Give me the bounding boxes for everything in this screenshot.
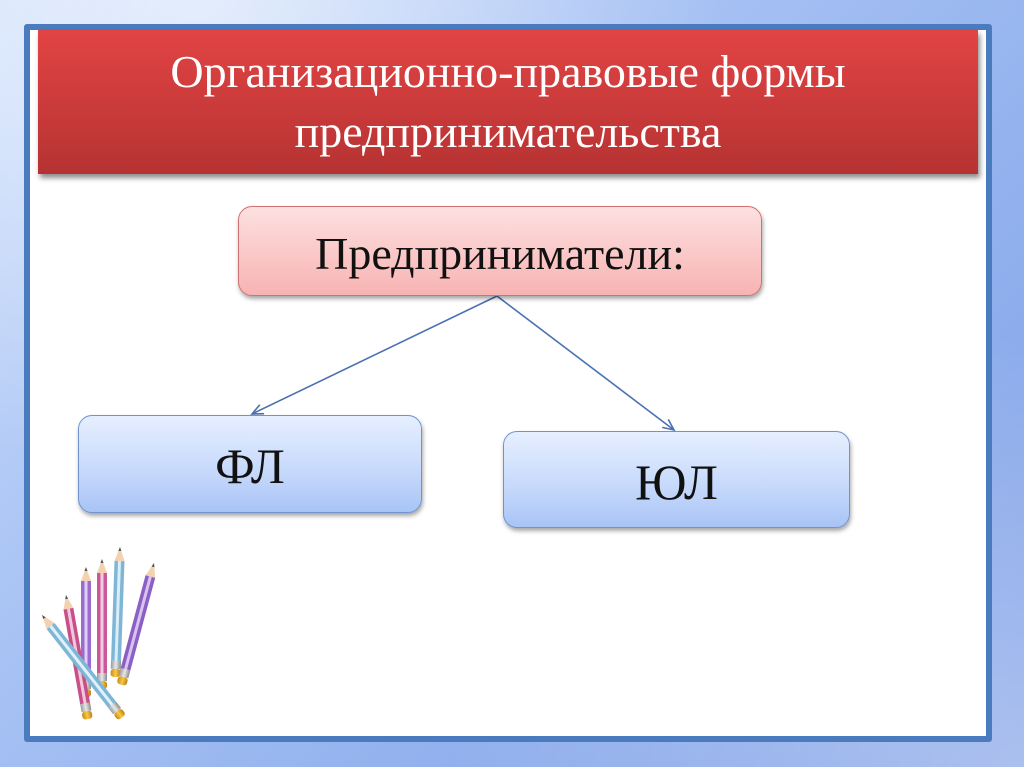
node-entrepreneurs: Предприниматели: xyxy=(238,206,762,296)
pencils-icon xyxy=(42,547,156,720)
title-line-2: предпринимательства xyxy=(294,106,722,157)
title-line-1: Организационно-правовые формы xyxy=(170,46,846,97)
node-individuals: ФЛ xyxy=(78,415,422,513)
node-legal-entities: ЮЛ xyxy=(503,431,850,528)
node-individuals-label: ФЛ xyxy=(215,438,285,494)
title-banner: Организационно-правовые формы предприним… xyxy=(38,30,978,174)
slide-title: Организационно-правовые формы предприним… xyxy=(170,42,845,162)
node-legal-entities-label: ЮЛ xyxy=(635,453,718,510)
node-entrepreneurs-label: Предприниматели: xyxy=(315,227,685,279)
